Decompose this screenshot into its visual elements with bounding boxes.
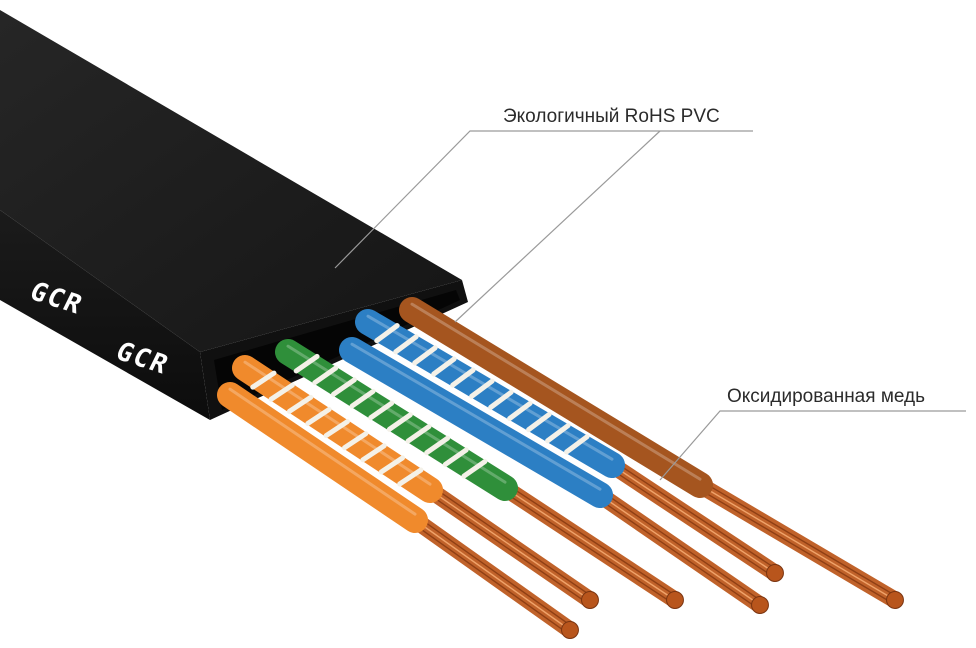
- white-stripe: [342, 431, 369, 451]
- leader-lines: [334, 130, 966, 481]
- white-stripe: [312, 365, 339, 386]
- copper-label: Оксидированная медь: [727, 386, 926, 407]
- copper-strand: [697, 487, 894, 605]
- white-stripe: [507, 400, 533, 422]
- white-stripe: [393, 334, 419, 355]
- twisted-pair-wires: [217, 297, 904, 639]
- white-stripe: [431, 356, 457, 377]
- insulation-highlight: [410, 302, 702, 481]
- copper-strand: [504, 487, 676, 601]
- white-stripe: [450, 367, 476, 388]
- pvc-leader-line-2: [454, 130, 661, 323]
- white-stripe: [461, 459, 488, 479]
- copper-strand: [502, 490, 674, 604]
- white-stripe: [386, 412, 413, 432]
- copper-leader-line: [659, 410, 966, 481]
- copper-strand: [597, 497, 759, 609]
- white-stripe: [305, 406, 332, 426]
- wire-green-white: [275, 339, 684, 609]
- insulation-highlight: [243, 360, 432, 486]
- white-stripe: [293, 353, 320, 374]
- white-stripe: [469, 378, 495, 399]
- copper-strand: [699, 484, 896, 601]
- insulation-highlight: [286, 344, 507, 484]
- white-stripe: [250, 370, 277, 390]
- white-stripe: [405, 424, 432, 444]
- copper-strand: [609, 467, 774, 577]
- copper-strand: [427, 492, 589, 604]
- pvc-leader-line-1: [334, 130, 753, 269]
- copper-strand: [701, 480, 898, 598]
- copper-strand: [412, 522, 569, 634]
- white-stripe: [378, 455, 406, 475]
- copper-strand-ends: [751, 596, 769, 614]
- white-stripe: [323, 419, 350, 439]
- white-stripe: [368, 400, 395, 421]
- copper-strand-ends: [766, 564, 784, 582]
- white-stripe: [374, 323, 400, 344]
- wire-blue-white: [355, 309, 784, 582]
- white-stripe: [545, 423, 571, 444]
- white-stripe: [268, 382, 295, 402]
- white-stripe: [442, 447, 469, 467]
- white-stripe: [412, 345, 438, 366]
- white-stripe: [526, 412, 552, 433]
- copper-strand: [506, 484, 678, 598]
- copper-strand: [429, 489, 591, 601]
- wire-orange-white: [232, 355, 599, 609]
- white-stripe: [424, 435, 451, 456]
- pvc-jacket-label: Экологичный RoHS PVC: [503, 106, 720, 127]
- copper-strand: [611, 464, 776, 574]
- wire-insulation: [217, 382, 428, 533]
- jacket-side-face: [0, 210, 210, 420]
- wire-insulation: [355, 309, 625, 478]
- insulation-highlight: [350, 342, 602, 491]
- wire-insulation: [339, 337, 613, 508]
- white-stripe: [330, 377, 357, 397]
- wire-orange-solid: [217, 382, 579, 639]
- white-stripe: [397, 467, 424, 487]
- wire-brown-solid: [399, 297, 904, 609]
- copper-strand: [601, 491, 763, 603]
- copper-strand: [416, 516, 573, 628]
- copper-strand-ends: [561, 621, 579, 639]
- white-stripe: [349, 388, 376, 409]
- copper-strand-ends: [581, 591, 599, 609]
- white-stripe: [286, 394, 314, 414]
- copper-strand: [613, 461, 778, 571]
- white-stripe: [488, 389, 514, 410]
- copper-strand: [431, 486, 593, 598]
- copper-strand-ends: [666, 591, 684, 609]
- insulation-highlight: [228, 387, 417, 516]
- cable-jacket: [0, 10, 468, 420]
- wire-blue-solid: [339, 337, 769, 614]
- copper-strand-ends: [886, 591, 904, 609]
- white-stripe: [564, 434, 590, 455]
- wire-insulation: [399, 297, 713, 498]
- copper-strand: [414, 519, 571, 631]
- jacket-top-face: [0, 10, 462, 352]
- copper-strand: [599, 494, 761, 606]
- white-stripe: [360, 443, 387, 463]
